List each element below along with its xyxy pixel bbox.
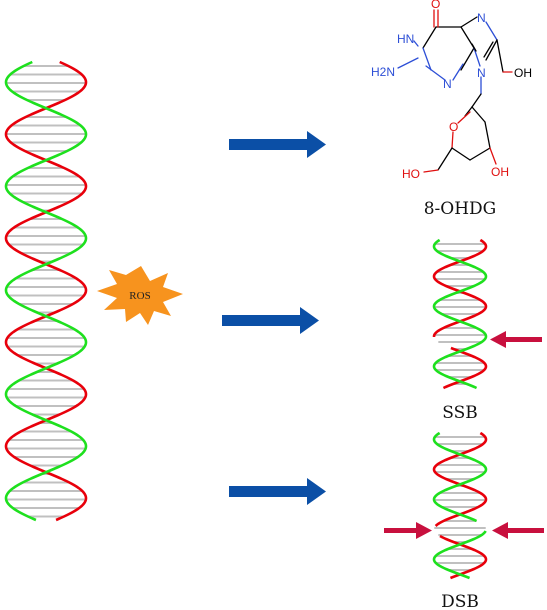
strand-green — [432, 431, 488, 580]
atom-n9: N — [477, 66, 486, 80]
atom-oh8: OH — [514, 66, 532, 80]
atom-n3: N — [443, 77, 452, 91]
strand-red — [432, 431, 488, 580]
atom-h2n: H2N — [371, 65, 395, 79]
strand-green — [432, 238, 488, 390]
arrow-to-dsb — [229, 478, 326, 505]
atom-o-ring: O — [449, 120, 458, 134]
strand-red — [4, 60, 88, 522]
dsb-break-arrow-left — [384, 522, 432, 539]
strand-green — [4, 60, 88, 522]
atom-oh3: OH — [491, 165, 509, 179]
ros-label: ROS — [129, 290, 150, 302]
atom-o-carbonyl: O — [431, 0, 440, 11]
8-ohdg-structure: O HN H2N N N N OH O HO OH — [371, 0, 532, 181]
atom-ho5: HO — [402, 167, 420, 181]
arrow-to-ssb — [222, 307, 319, 334]
label-8-ohdg: 8-OHDG — [424, 199, 497, 219]
label-ssb: SSB — [442, 403, 478, 423]
dna-helix-dsb — [432, 431, 488, 580]
dna-helix-main — [4, 60, 88, 522]
label-dsb: DSB — [441, 592, 479, 610]
arrow-to-8ohdg — [229, 131, 326, 158]
atom-n7: N — [477, 11, 486, 25]
ros-star-shape — [97, 266, 183, 325]
dna-helix-ssb — [432, 238, 488, 390]
ros-starburst: ROS — [97, 266, 183, 325]
ssb-break-arrow — [490, 331, 542, 348]
dsb-break-arrow-right — [492, 522, 544, 539]
atom-hn: HN — [397, 32, 414, 46]
